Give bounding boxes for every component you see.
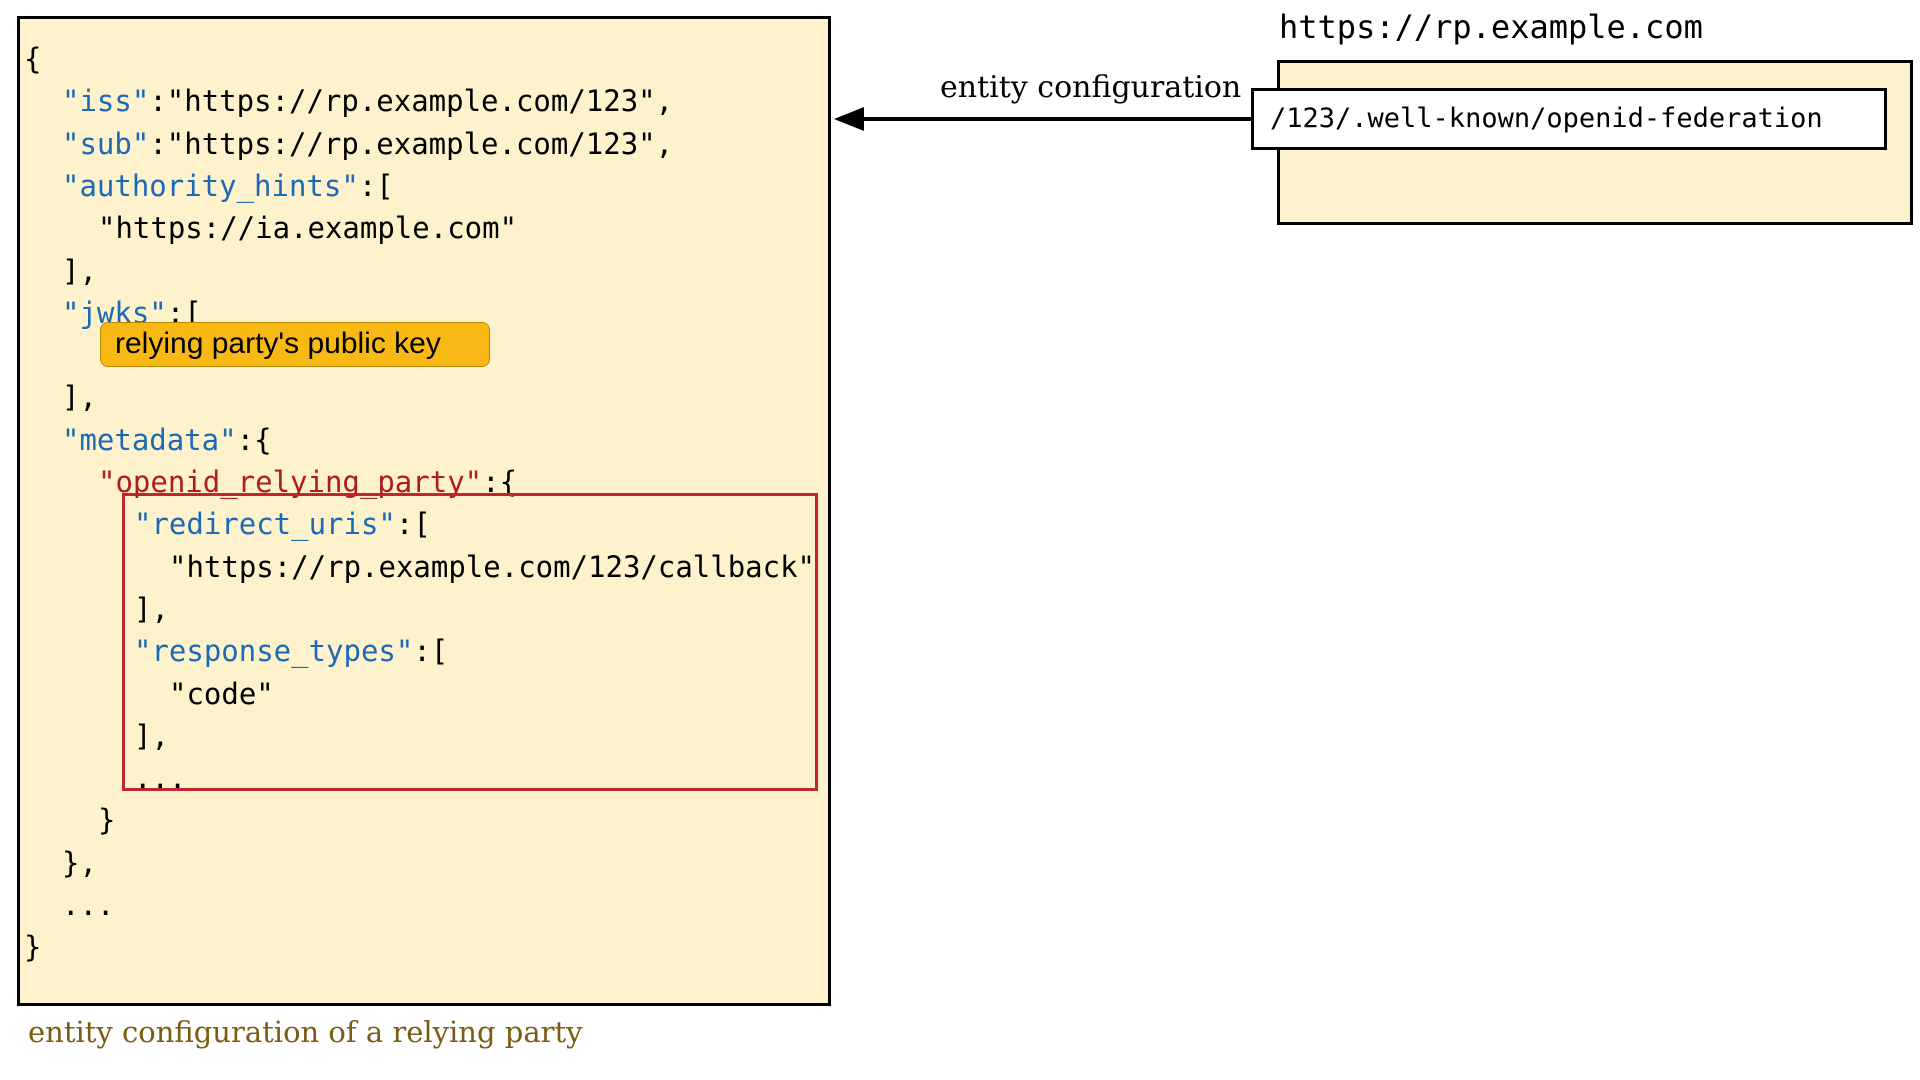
code-value: } (24, 930, 42, 965)
code-line: ], (134, 716, 169, 756)
code-line: } (24, 927, 41, 967)
code-key: "iss" (62, 84, 150, 119)
code-line: "authority_hints":[ (62, 166, 394, 206)
code-line: "metadata":{ (62, 420, 272, 460)
code-value: "https://ia.example.com" (98, 211, 518, 246)
code-value: :{ (236, 422, 272, 457)
code-line: "https://ia.example.com" (98, 208, 517, 248)
code-line: { (24, 39, 41, 79)
public-key-badge: relying party's public key (100, 322, 490, 367)
code-line: "sub":"https://rp.example.com/123", (62, 124, 673, 164)
code-value: ... (62, 888, 115, 922)
arrow-head (834, 107, 864, 131)
code-value: :[ (395, 507, 431, 542)
code-line: } (98, 800, 115, 840)
code-key: "sub" (62, 126, 150, 161)
code-value: { (24, 42, 42, 76)
code-line: ], (62, 251, 97, 291)
code-value: :[ (358, 168, 394, 203)
edge-label: entity configuration (940, 70, 1242, 105)
code-line: ... (62, 885, 114, 925)
code-line: "https://rp.example.com/123/callback" (169, 547, 815, 587)
well-known-path: /123/.well-known/openid-federation (1251, 88, 1887, 150)
box-caption: entity configuration of a relying party (28, 1015, 583, 1049)
code-value: ], (62, 380, 97, 415)
code-value: ], (62, 253, 97, 288)
code-line: "iss":"https://rp.example.com/123", (62, 81, 673, 121)
code-line: "code" (169, 674, 274, 714)
code-value: :[ (413, 634, 449, 669)
code-key: "metadata" (62, 422, 237, 457)
code-value: "code" (169, 676, 274, 711)
code-value: "https://rp.example.com/123/callback" (169, 549, 816, 584)
code-line: "response_types":[ (134, 631, 448, 671)
domain-label: https://rp.example.com (1279, 8, 1703, 46)
code-key: "response_types" (134, 634, 414, 669)
code-value: :"https://rp.example.com/123", (149, 126, 674, 161)
rp-metadata-highlight (122, 493, 818, 791)
code-line: "redirect_uris":[ (134, 504, 431, 544)
code-value: ], (134, 718, 169, 753)
code-key: "redirect_uris" (134, 507, 396, 542)
code-line: ], (134, 589, 169, 629)
code-value: ], (134, 591, 169, 626)
code-value: :"https://rp.example.com/123", (149, 84, 674, 119)
code-line: ], (62, 377, 97, 417)
code-value: } (98, 803, 116, 838)
code-key: "authority_hints" (62, 168, 359, 203)
entity-configuration-box: {"iss":"https://rp.example.com/123","sub… (17, 16, 831, 1006)
code-line: }, (62, 843, 97, 883)
code-value: }, (62, 845, 97, 880)
